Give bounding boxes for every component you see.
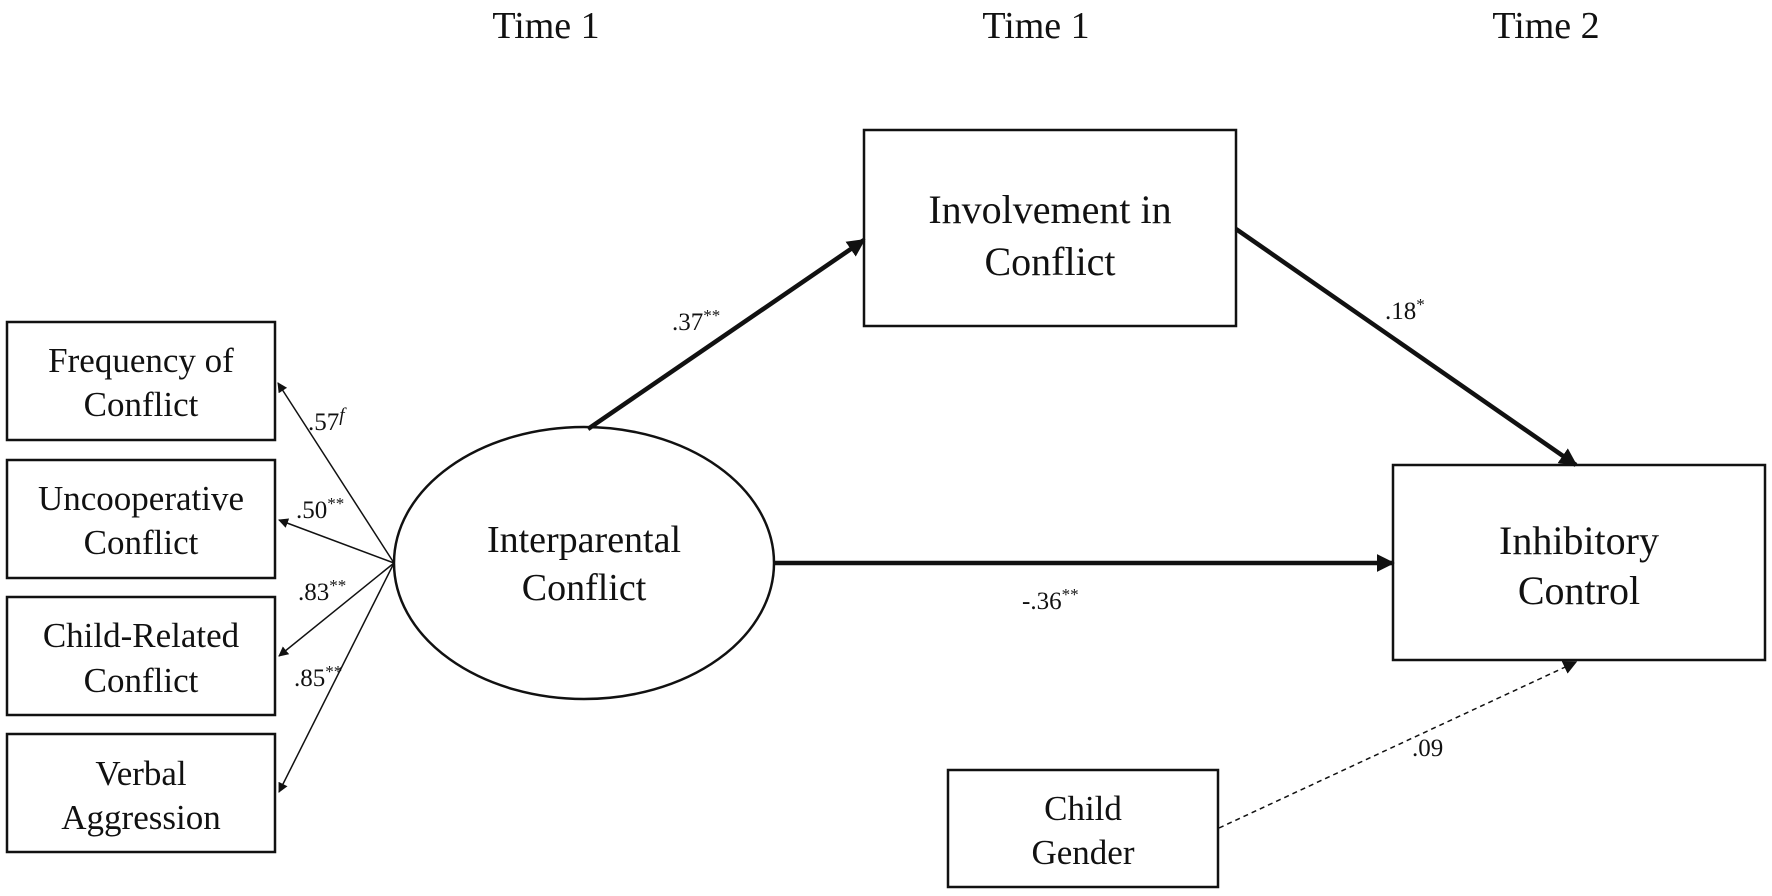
gender-label-line1: Child [1044,789,1122,828]
header-time1-left: Time 1 [492,5,599,47]
coef-frequency: .57f [308,405,347,436]
frequency-label-line2: Conflict [84,385,199,424]
path-conflict-to-involvement-arrow [586,238,866,431]
covariate-child-gender: Child Gender [946,768,1220,889]
coef-conflict-to-control: -.36** [1022,585,1079,615]
header-time1-middle: Time 1 [982,5,1089,47]
verbal-label-line1: Verbal [95,754,187,793]
inhibitory-label-line2: Control [1518,568,1640,613]
coef-uncooperative: .50** [296,494,344,524]
coef-verbal: .85** [294,662,342,692]
path-to-verbal-arrow [278,562,395,793]
latent-interparental-conflict: Interparental Conflict [392,425,776,701]
path-gender-to-control-arrow [1218,660,1578,829]
indicator-verbal-aggression: Verbal Aggression [5,732,277,854]
coef-child-related: .83** [298,576,346,606]
uncooperative-label-line2: Conflict [84,523,199,562]
indicator-frequency-of-conflict: Frequency of Conflict [5,320,277,442]
outcome-inhibitory-control: Inhibitory Control [1391,463,1767,662]
path-to-frequency-arrow [277,382,395,564]
coef-involvement-to-control: .18* [1385,295,1425,325]
indicator-child-related-conflict: Child-Related Conflict [5,595,277,717]
coef-conflict-to-involvement: .37** [672,306,720,336]
child-related-label-line2: Conflict [84,661,199,700]
path-to-child-related-arrow [278,562,395,657]
interparental-label-line2: Conflict [522,567,647,609]
indicator-uncooperative-conflict: Uncooperative Conflict [5,458,277,580]
coef-gender-to-control: .09 [1412,735,1443,762]
gender-label-line2: Gender [1031,833,1134,872]
frequency-label-line1: Frequency of [48,341,234,380]
inhibitory-label-line1: Inhibitory [1499,518,1659,563]
verbal-label-line2: Aggression [61,798,220,837]
interparental-label-line1: Interparental [487,519,681,561]
involvement-label-line2: Conflict [984,239,1115,284]
header-time2-right: Time 2 [1492,5,1599,47]
uncooperative-label-line1: Uncooperative [38,479,244,518]
child-related-label-line1: Child-Related [43,616,240,655]
path-to-uncooperative-arrow [278,518,395,564]
involvement-label-line1: Involvement in [928,187,1171,232]
path-involvement-to-control-arrow [1234,227,1578,467]
mediator-involvement-in-conflict: Involvement in Conflict [862,128,1238,328]
